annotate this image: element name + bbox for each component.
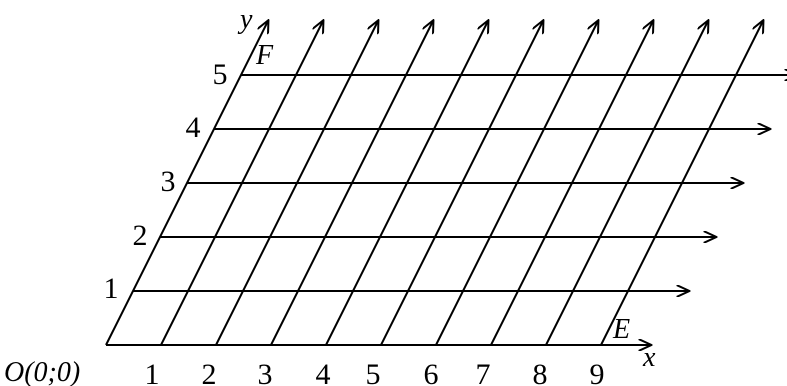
y-tick-5: 5 xyxy=(213,58,228,91)
x-tick-7: 7 xyxy=(476,358,491,386)
x-tick-4: 4 xyxy=(316,358,331,386)
y-axis xyxy=(105,21,268,346)
x-tick-2: 2 xyxy=(202,358,217,386)
slanted-grid-line-1 xyxy=(160,21,323,346)
slanted-grid-line-8 xyxy=(545,21,708,346)
y-tick-4: 4 xyxy=(186,111,201,144)
point-e-label: E xyxy=(612,314,630,345)
slanted-grid-line-3 xyxy=(270,21,433,346)
x-tick-8: 8 xyxy=(533,358,548,386)
y-tick-3: 3 xyxy=(161,165,176,198)
y-tick-2: 2 xyxy=(133,219,148,252)
slanted-grid-line-2 xyxy=(215,21,378,346)
slanted-grid-line-4 xyxy=(325,21,488,346)
x-tick-9: 9 xyxy=(590,358,605,386)
y-tick-1: 1 xyxy=(104,272,119,305)
x-tick-3: 3 xyxy=(258,358,273,386)
slanted-grid-line-7 xyxy=(490,21,653,346)
x-tick-6: 6 xyxy=(424,358,439,386)
slanted-grid-line-5 xyxy=(380,21,543,346)
origin-label: O(0;0) xyxy=(4,357,80,386)
x-tick-5: 5 xyxy=(366,358,381,386)
slanted-grid-line-9 xyxy=(600,21,763,346)
point-f-label: F xyxy=(255,40,274,71)
x-axis-label: x xyxy=(642,342,656,373)
y-axis-label: y xyxy=(237,4,253,35)
grid-lines xyxy=(105,21,787,346)
slanted-grid-line-6 xyxy=(435,21,598,346)
x-tick-1: 1 xyxy=(145,358,160,386)
